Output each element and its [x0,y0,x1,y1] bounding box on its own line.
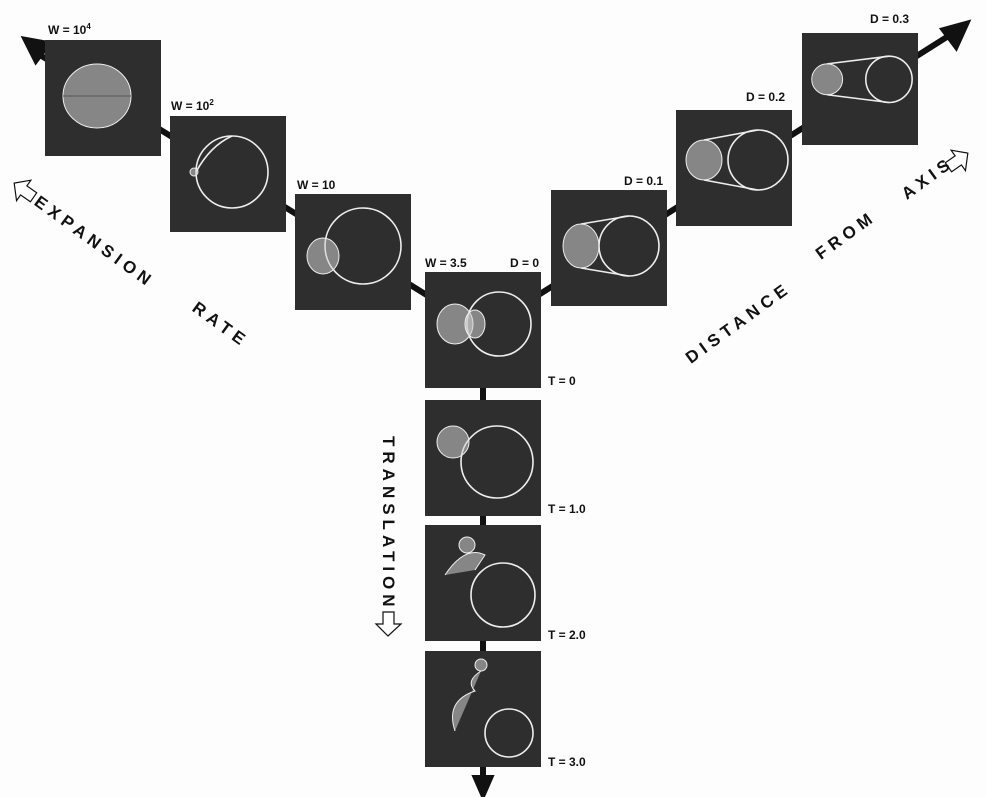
shell-illustration [444,536,536,628]
label-d-0: D = 0 [510,256,540,270]
shell-illustration [452,658,534,758]
label-d-0-1: D = 0.1 [624,174,664,188]
label-w-10e2: W = 102 [171,98,214,113]
panel-t-2 [425,525,541,641]
shell-illustration [436,291,532,357]
label-d-0-3: D = 0.3 [870,12,910,26]
panel-d-0-3 [802,33,918,145]
shell-illustration [562,215,660,277]
panel-w-10e2 [170,116,286,232]
expansion-hollow-arrow-icon [13,179,38,203]
panel-d-0-2 [676,110,792,226]
label-w-3-5: W = 3.5 [425,256,467,270]
translation-hollow-arrow-icon [374,611,403,637]
expansion-arrowhead-icon [20,35,54,66]
panel-d-0-1 [551,190,667,306]
label-t-0: T = 0 [548,374,576,388]
distance-hollow-arrow-icon [944,149,969,173]
shell-illustration [685,129,789,191]
panel-w-10 [295,194,411,310]
label-t-3: T = 3.0 [548,755,586,769]
label-t-2: T = 2.0 [548,628,586,642]
distance-arrowhead-icon [938,19,972,52]
shell-illustration [811,55,913,104]
label-w-10e4: W = 104 [48,22,91,37]
shell-illustration [306,207,402,285]
label-d-0-2: D = 0.2 [746,90,786,104]
axis-label-translation: TRANSLATION [379,436,398,612]
translation-arrowhead-icon [471,775,495,797]
label-t-1: T = 1.0 [548,502,586,516]
panel-t-1 [425,400,541,516]
panel-t-3 [425,651,541,767]
shell-illustration [436,425,534,499]
panel-w-10e4 [45,40,161,156]
panel-center [425,272,541,388]
shell-illustration [62,63,132,129]
label-w-10: W = 10 [297,178,336,192]
shell-illustration [189,135,269,209]
